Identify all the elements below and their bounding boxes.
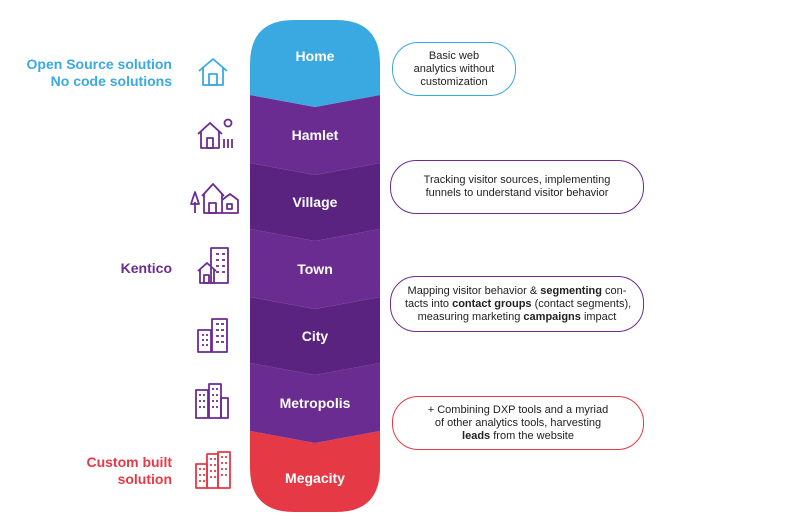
- city-buildings-icon: [197, 318, 228, 353]
- stage-label-megacity: Megacity: [285, 469, 345, 486]
- stage-segment-megacity: [250, 431, 380, 512]
- stage-label-village: Village: [292, 194, 338, 210]
- stage-segment-hamlet: [250, 95, 380, 175]
- stage-label-hamlet: Hamlet: [291, 127, 339, 143]
- callout-line: Mapping visitor behavior & segmenting co…: [405, 285, 629, 298]
- town-house-building-icon: [197, 247, 229, 284]
- village-trees-icon: [190, 183, 239, 214]
- callout-segmentation: Mapping visitor behavior & segmenting co…: [390, 276, 644, 332]
- stage-label-town: Town: [297, 261, 333, 277]
- metropolis-towers-icon: [195, 383, 229, 419]
- side-label-kentico: Kentico: [121, 260, 172, 277]
- callout-text: funnels to understand visitor behavior: [425, 187, 609, 199]
- stage-segment-city: [250, 297, 380, 375]
- callout-text: of other analytics tools, harvesting: [434, 416, 602, 429]
- callout-emphasis: contact groups: [452, 297, 532, 310]
- stage-segment-village: [250, 163, 380, 241]
- callout-line: analytics without: [407, 63, 501, 76]
- callout-line: tacts into contact groups (contact segme…: [405, 297, 632, 311]
- callout-text: Tracking visitor sources, implementing: [423, 174, 611, 186]
- callout-line: Tracking visitor sources, implementing: [405, 174, 629, 187]
- callout-emphasis: segmenting: [540, 284, 602, 297]
- callout-line: funnels to understand visitor behavior: [405, 187, 629, 200]
- callout-text: measuring marketing: [417, 310, 524, 323]
- side-label-line: Open Source solution: [26, 56, 172, 72]
- callout-line: + Combining DXP tools and a myriad: [407, 404, 629, 417]
- callout-text: Mapping visitor behavior &: [407, 284, 541, 297]
- callout-text: customization: [420, 75, 488, 88]
- cottage-sun-icon: [197, 118, 233, 149]
- callout-line: measuring marketing campaigns impact: [405, 311, 629, 324]
- side-label-line: Custom built: [86, 454, 172, 470]
- side-label-line: solution: [117, 471, 172, 487]
- callout-text: con-: [601, 284, 627, 297]
- callout-line: leads from the website: [407, 430, 629, 443]
- callout-text: (contact segments),: [531, 297, 632, 310]
- callout-text: + Combining DXP tools and a myriad: [427, 403, 609, 416]
- stage-segment-metropolis: [250, 363, 380, 443]
- callout-text: analytics without: [413, 62, 495, 75]
- callout-line: Basic web: [407, 50, 501, 63]
- callout-line: customization: [407, 76, 501, 89]
- stage-label-city: City: [301, 328, 329, 344]
- side-label-custom-built: Custom built solution: [86, 454, 172, 488]
- callout-emphasis: leads: [462, 429, 491, 442]
- side-label-open-source: Open Source solution No code solutions: [27, 56, 172, 90]
- callout-text: Basic web: [428, 49, 480, 62]
- stage-segment-town: [250, 229, 380, 309]
- side-label-line: Kentico: [120, 260, 172, 276]
- callout-text: impact: [580, 310, 617, 323]
- side-label-line: No code solutions: [50, 73, 172, 89]
- callout-text: tacts into: [405, 297, 453, 310]
- stage-label-home: Home: [295, 47, 335, 64]
- stage-segment-home: [250, 20, 380, 107]
- house-icon: [198, 58, 228, 86]
- stage-label-metropolis: Metropolis: [279, 395, 351, 411]
- callout-line: of other analytics tools, harvesting: [407, 417, 629, 430]
- megacity-skyline-icon: [195, 451, 231, 489]
- callout-text: from the website: [490, 429, 574, 442]
- callout-emphasis: campaigns: [523, 310, 581, 323]
